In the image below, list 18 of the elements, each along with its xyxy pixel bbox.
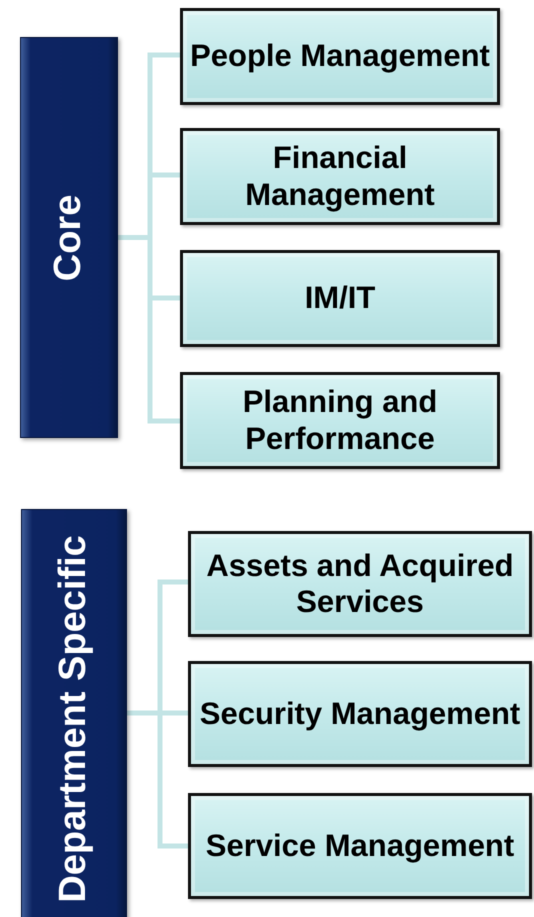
category-label: Department Specific: [54, 534, 94, 905]
function-label: Planning and Performance: [242, 384, 438, 457]
function-label: Assets and Acquired Services: [205, 548, 515, 620]
function-label: Security Management: [200, 696, 520, 732]
function-box: [188, 661, 532, 767]
category-label: Core: [49, 193, 89, 283]
function-box: [188, 793, 532, 899]
function-box: [180, 128, 500, 225]
function-label: Financial Management: [244, 140, 436, 213]
function-label: Service Management: [206, 828, 514, 864]
function-label: People Management: [190, 38, 490, 75]
function-box: [180, 8, 500, 105]
category-box: [20, 37, 118, 438]
function-box: [180, 372, 500, 469]
function-box: [180, 250, 500, 347]
function-label: IM/IT: [304, 280, 376, 317]
category-box: [21, 509, 127, 917]
function-box: [188, 531, 532, 637]
